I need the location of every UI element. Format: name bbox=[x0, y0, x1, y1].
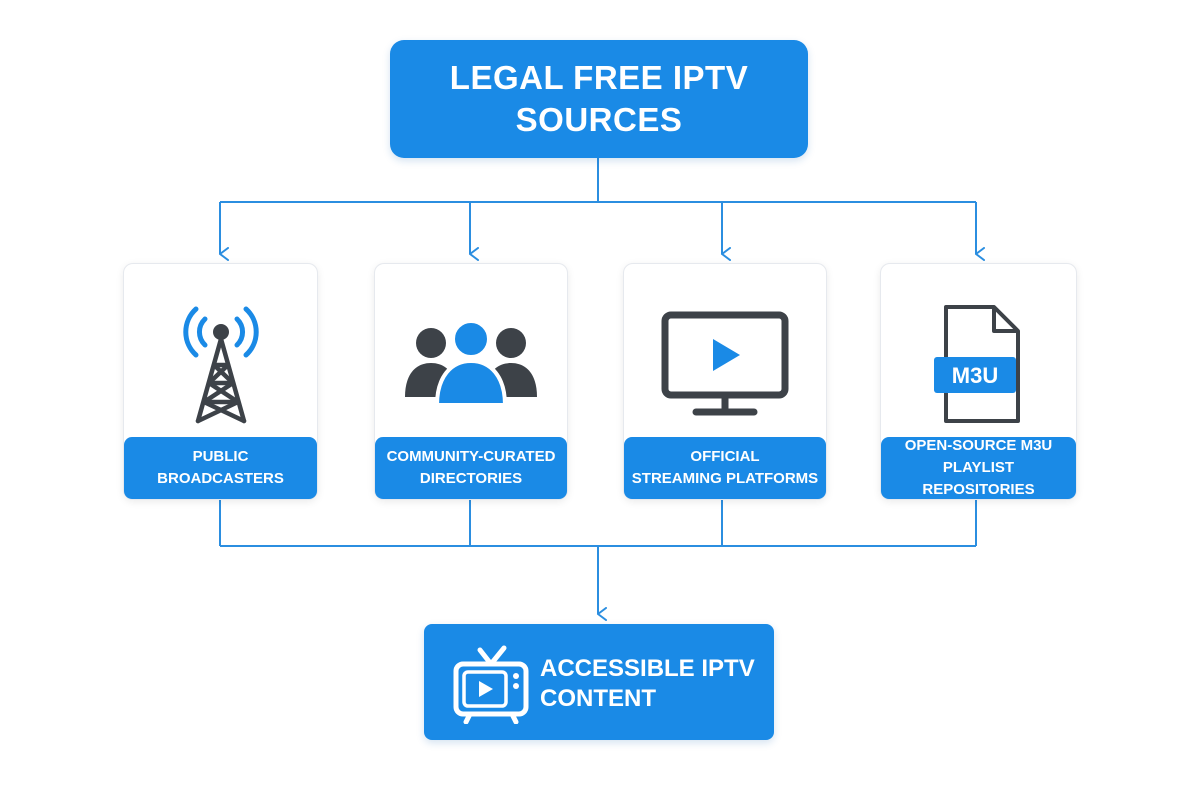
diagram-title: LEGAL FREE IPTV SOURCES bbox=[449, 59, 749, 138]
source-label-official-platforms: OFFICIAL STREAMING PLATFORMS bbox=[624, 437, 826, 499]
community-group-icon bbox=[375, 284, 567, 444]
broadcast-tower-icon bbox=[124, 284, 317, 444]
source-card-community-directories: COMMUNITY-CURATED DIRECTORIES bbox=[374, 263, 568, 500]
source-label-m3u-repositories: OPEN-SOURCE M3U PLAYLIST REPOSITORIES bbox=[881, 437, 1076, 499]
source-card-public-broadcasters: PUBLIC BROADCASTERS bbox=[123, 263, 318, 500]
m3u-file-icon: M3U bbox=[881, 284, 1076, 444]
source-label-public-broadcasters: PUBLIC BROADCASTERS bbox=[124, 437, 317, 499]
result-node-accessible-iptv-content: ACCESSIBLE IPTV CONTENT bbox=[424, 624, 774, 740]
source-card-m3u-repositories: M3U OPEN-SOURCE M3U PLAYLIST REPOSITORIE… bbox=[880, 263, 1077, 500]
m3u-badge-text: M3U bbox=[951, 363, 997, 388]
source-card-official-platforms: OFFICIAL STREAMING PLATFORMS bbox=[623, 263, 827, 500]
result-label: ACCESSIBLE IPTV CONTENT bbox=[540, 655, 755, 712]
retro-tv-play-icon bbox=[453, 645, 529, 724]
monitor-play-icon bbox=[624, 284, 826, 444]
source-label-community-directories: COMMUNITY-CURATED DIRECTORIES bbox=[375, 437, 567, 499]
top-node-legal-free-iptv-sources: LEGAL FREE IPTV SOURCES bbox=[390, 40, 808, 158]
